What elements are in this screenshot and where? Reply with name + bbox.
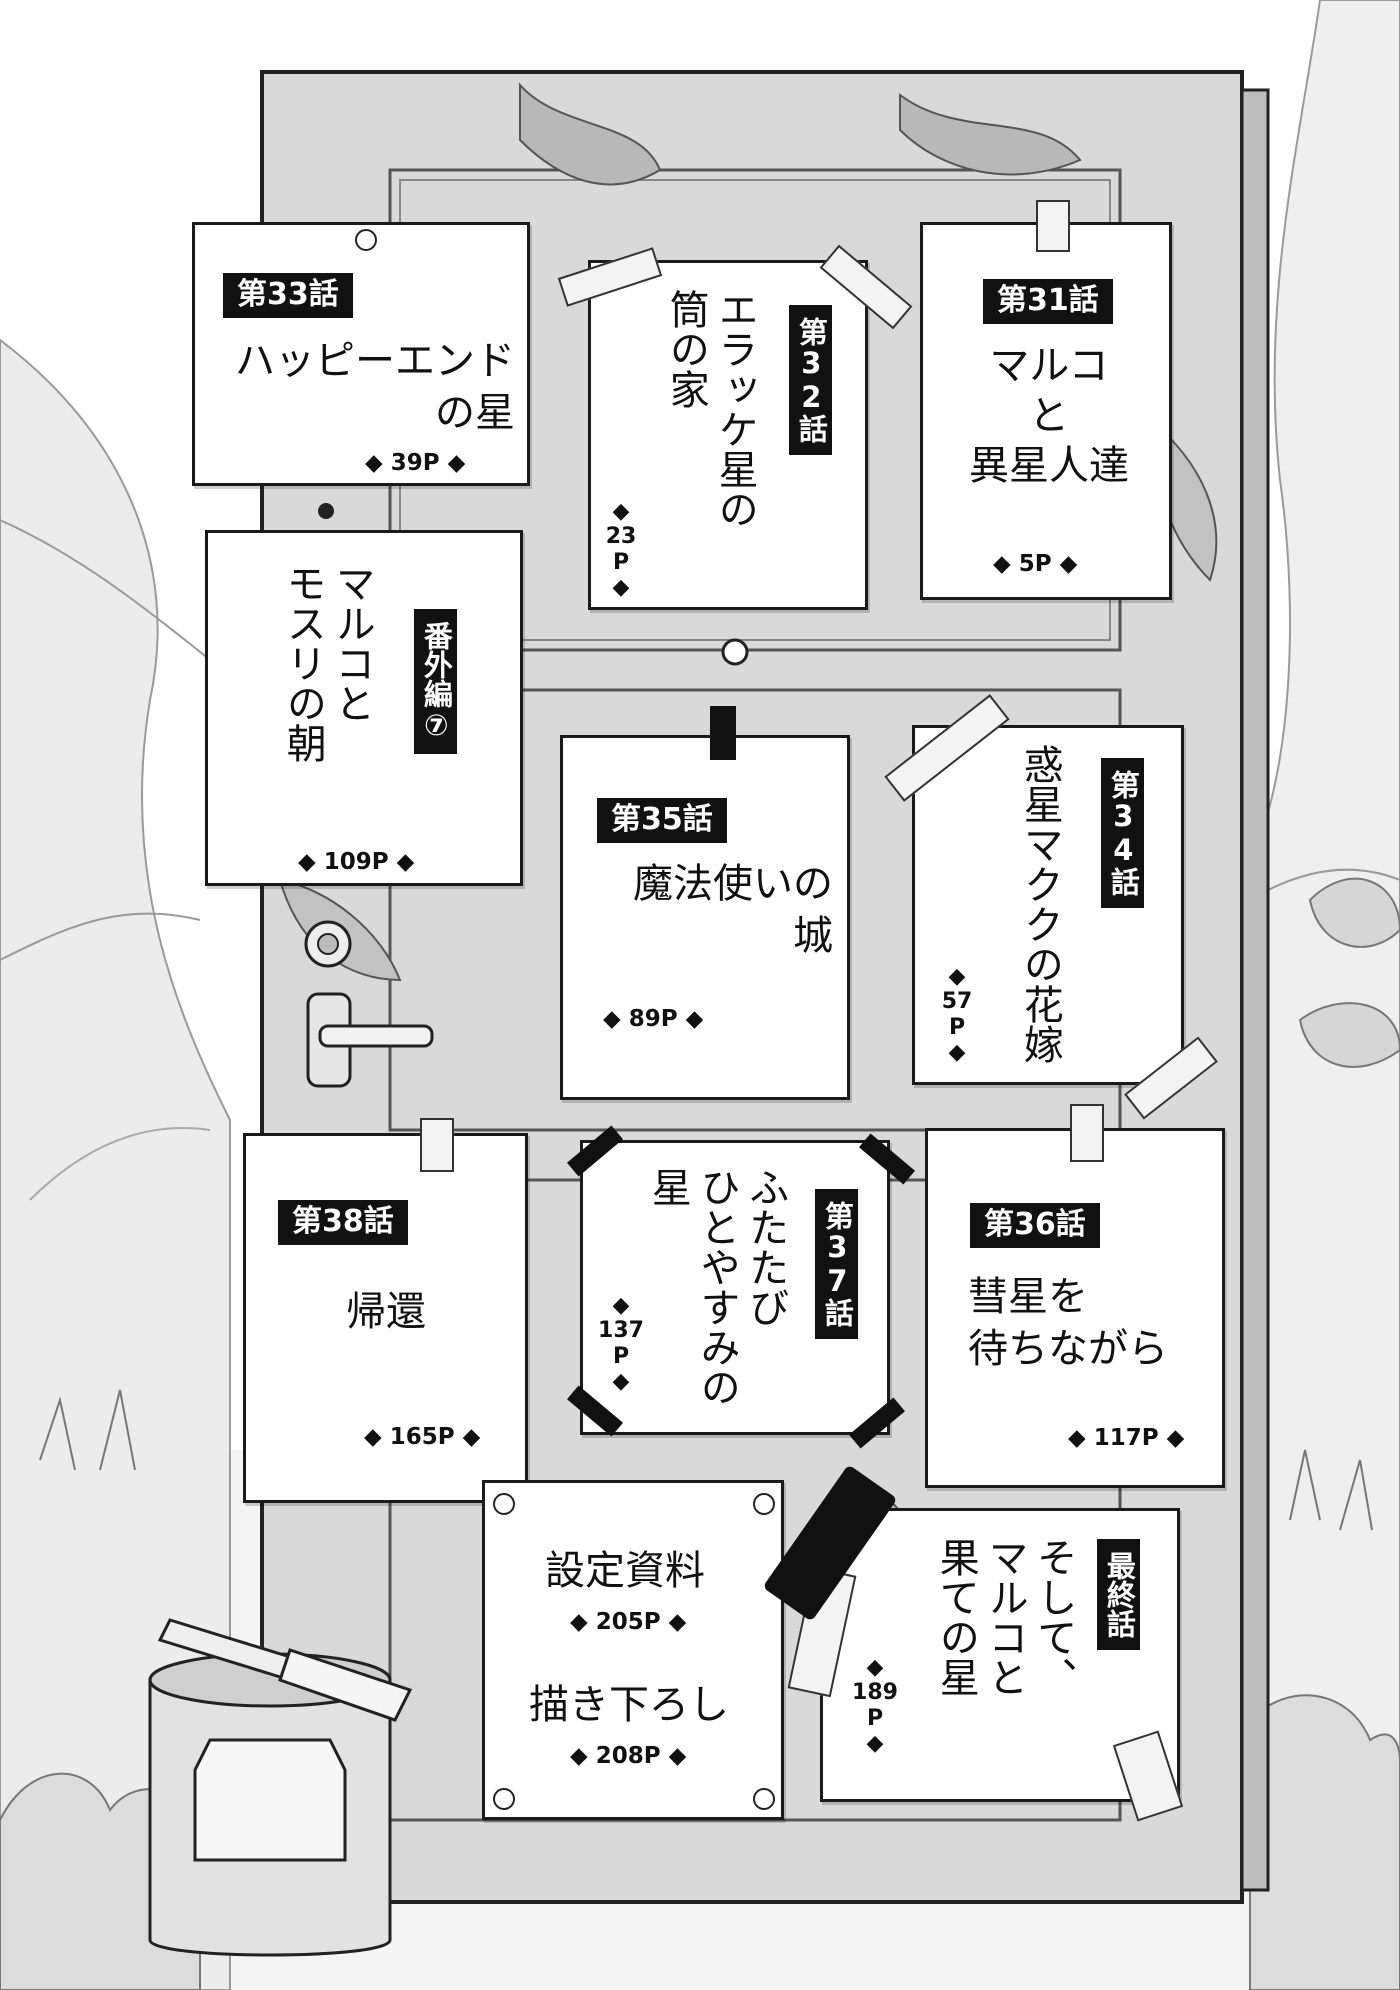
- pushpin: [318, 503, 334, 519]
- pushpin: [493, 1493, 515, 1515]
- page-number: ◆ 23 P ◆: [605, 499, 637, 600]
- tape: [1070, 1104, 1104, 1162]
- page-number: ◆ 165P ◆: [364, 1424, 481, 1450]
- pushpin: [753, 1788, 775, 1810]
- page-number: ◆ 5P ◆: [993, 551, 1078, 577]
- chapter-badge: 第36話: [970, 1203, 1100, 1248]
- chapter-card-38: 第38話 帰還 ◆ 165P ◆: [243, 1133, 528, 1503]
- page-number: ◆ 39P ◆: [365, 450, 466, 476]
- pushpin: [493, 1788, 515, 1810]
- chapter-card-33: 第33話 ハッピーエンド の星 ◆ 39P ◆: [192, 222, 530, 486]
- chapter-badge: 第34話: [1101, 758, 1145, 908]
- chapter-badge: 第33話: [223, 273, 353, 318]
- chapter-title: 惑星マククの花嫁: [1016, 744, 1063, 1064]
- chapter-card-32: 第32話 エラッケ星の 筒の家 ◆ 23 P ◆: [588, 260, 868, 610]
- chapter-title: マルコ と 異星人達: [969, 343, 1129, 489]
- chapter-card-35: 第35話 魔法使いの 城 ◆ 89P ◆: [560, 735, 850, 1100]
- chapter-badge: 第32話: [789, 305, 833, 455]
- page-number: ◆ 57 P ◆: [941, 964, 973, 1065]
- dark-tape: [710, 706, 736, 760]
- chapter-title: ふたたび ひとやすみの 星: [644, 1167, 789, 1407]
- chapter-badge: 最終話: [1097, 1539, 1141, 1650]
- page-number: ◆ 117P ◆: [1068, 1425, 1185, 1451]
- chapter-title: 魔法使いの 城: [633, 861, 833, 959]
- extras-page-new-drawing: ◆ 208P ◆: [570, 1743, 687, 1769]
- chapter-card-36: 第36話 彗星を 待ちながら ◆ 117P ◆: [925, 1128, 1225, 1488]
- tape: [1036, 200, 1070, 252]
- pushpin: [355, 229, 377, 251]
- page-number: ◆ 89P ◆: [603, 1006, 704, 1032]
- chapter-title: エラッケ星の 筒の家: [662, 289, 758, 529]
- chapter-card-37: 第37話 ふたたび ひとやすみの 星 ◆ 137 P ◆: [580, 1140, 890, 1435]
- tape: [420, 1118, 454, 1172]
- pushpin: [753, 1493, 775, 1515]
- extras-title-settings: 設定資料: [545, 1548, 705, 1594]
- chapter-title: マルコと モスリの朝: [279, 563, 375, 763]
- page-number: ◆ 189 P ◆: [852, 1655, 898, 1756]
- chapter-card-extra-7: 番外編⑦ マルコと モスリの朝 ◆ 109P ◆: [205, 503, 523, 886]
- chapter-title: 帰還: [346, 1289, 426, 1335]
- extras-card: 設定資料 ◆ 205P ◆ 描き下ろし ◆ 208P ◆: [482, 1480, 784, 1820]
- chapter-card-31: 第31話 マルコ と 異星人達 ◆ 5P ◆: [920, 222, 1172, 600]
- chapter-title: 彗星を 待ちながら: [968, 1274, 1168, 1372]
- chapter-badge: 第35話: [597, 798, 727, 843]
- page-number: ◆ 137 P ◆: [598, 1293, 644, 1394]
- extras-page-settings: ◆ 205P ◆: [570, 1609, 687, 1635]
- chapter-badge: 第38話: [278, 1200, 408, 1245]
- chapter-badge: 第37話: [815, 1189, 859, 1339]
- chapter-card-34: 第34話 惑星マククの花嫁 ◆ 57 P ◆: [912, 725, 1184, 1085]
- page-number: ◆ 109P ◆: [298, 849, 415, 875]
- extras-title-new-drawing: 描き下ろし: [529, 1682, 729, 1728]
- chapter-badge: 第31話: [983, 279, 1113, 324]
- chapter-title: ハッピーエンド の星: [235, 338, 515, 436]
- chapter-title: そして、 マルコと 果ての星: [932, 1537, 1077, 1697]
- chapter-badge: 番外編⑦: [414, 609, 458, 754]
